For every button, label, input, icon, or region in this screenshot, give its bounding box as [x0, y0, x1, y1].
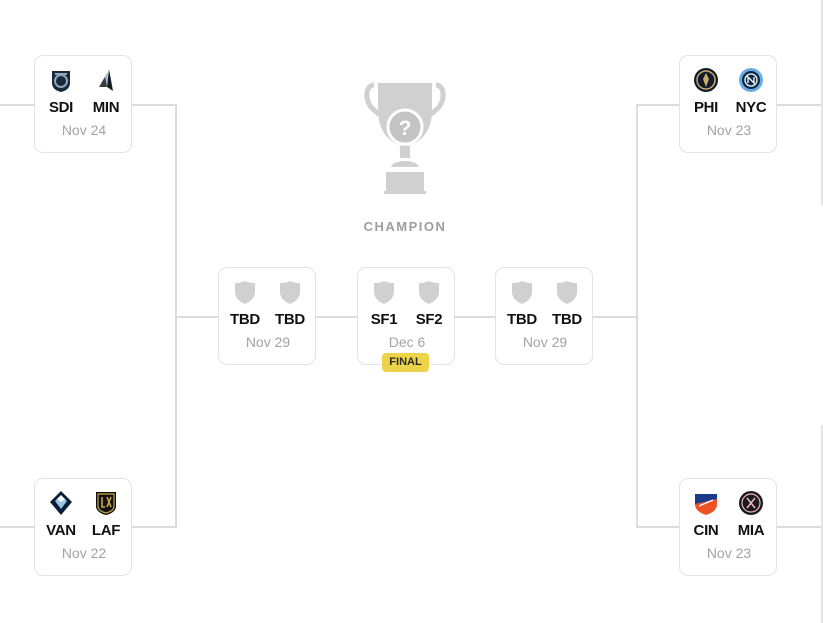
team-abbr-home: TBD [507, 311, 537, 328]
team-abbr-away: TBD [275, 311, 305, 328]
minnesota-united-crest-icon [99, 69, 113, 91]
match-card-final[interactable]: SF1 SF2 Dec 6 [357, 267, 455, 365]
team-abbr-home: VAN [46, 522, 76, 539]
placeholder-shield-icon [235, 281, 255, 304]
connector-line [132, 526, 175, 528]
team-abbr-away: LAF [91, 522, 121, 539]
trophy-question-icon: ? [364, 82, 446, 194]
team-abbr-home: CIN [693, 522, 719, 539]
placeholder-shield-icon [280, 281, 300, 304]
placeholder-shield-icon [419, 281, 439, 304]
champion-label: CHAMPION [363, 219, 447, 234]
connector-line [636, 104, 679, 106]
connector-line [777, 104, 823, 106]
match-date: Dec 6 [388, 334, 426, 350]
connector-line [0, 104, 34, 106]
team-abbr-home: SDI [48, 99, 74, 116]
nycfc-crest-icon [739, 68, 763, 92]
divider [821, 0, 823, 205]
connector-line [0, 526, 34, 528]
lafc-crest-icon [96, 492, 116, 515]
team-abbr-home: SF1 [370, 311, 398, 328]
placeholder-shield-icon [557, 281, 577, 304]
connector-line [316, 316, 357, 318]
match-card-phi-nyc[interactable]: PHI NYC Nov 23 [679, 55, 777, 153]
team-abbr-away: TBD [552, 311, 582, 328]
team-abbr-away: MIN [92, 99, 120, 116]
connector-line [455, 316, 495, 318]
connector-line [593, 316, 636, 318]
match-card-sdi-min[interactable]: SDI MIN Nov 24 [34, 55, 132, 153]
match-card-cin-mia[interactable]: CIN MIA Nov 23 [679, 478, 777, 576]
team-abbr-home: TBD [230, 311, 260, 328]
team-abbr-away: MIA [737, 522, 765, 539]
match-date: Nov 23 [706, 122, 752, 138]
divider [821, 425, 823, 623]
svg-text:?: ? [399, 117, 412, 140]
team-abbr-away: SF2 [415, 311, 443, 328]
san-diego-fc-crest-icon [52, 71, 70, 92]
match-date: Nov 22 [61, 545, 107, 561]
match-date: Nov 29 [522, 334, 568, 350]
connector-line [636, 104, 638, 528]
placeholder-shield-icon [512, 281, 532, 304]
inter-miami-crest-icon [739, 491, 763, 515]
match-card-semifinal-left[interactable]: TBD TBD Nov 29 [218, 267, 316, 365]
match-card-semifinal-right[interactable]: TBD TBD Nov 29 [495, 267, 593, 365]
connector-line [175, 316, 218, 318]
philadelphia-union-crest-icon [694, 68, 718, 92]
match-date: Nov 29 [245, 334, 291, 350]
match-date: Nov 24 [61, 122, 107, 138]
connector-line [132, 104, 175, 106]
vancouver-whitecaps-crest-icon [50, 491, 72, 515]
match-card-van-laf[interactable]: VAN LAF Nov 22 [34, 478, 132, 576]
team-abbr-home: PHI [693, 99, 719, 116]
final-badge: FINAL [382, 353, 429, 372]
fc-cincinnati-crest-icon [695, 494, 717, 515]
connector-line [777, 526, 823, 528]
placeholder-shield-icon [374, 281, 394, 304]
team-abbr-away: NYC [735, 99, 767, 116]
connector-line [636, 526, 679, 528]
match-date: Nov 23 [706, 545, 752, 561]
